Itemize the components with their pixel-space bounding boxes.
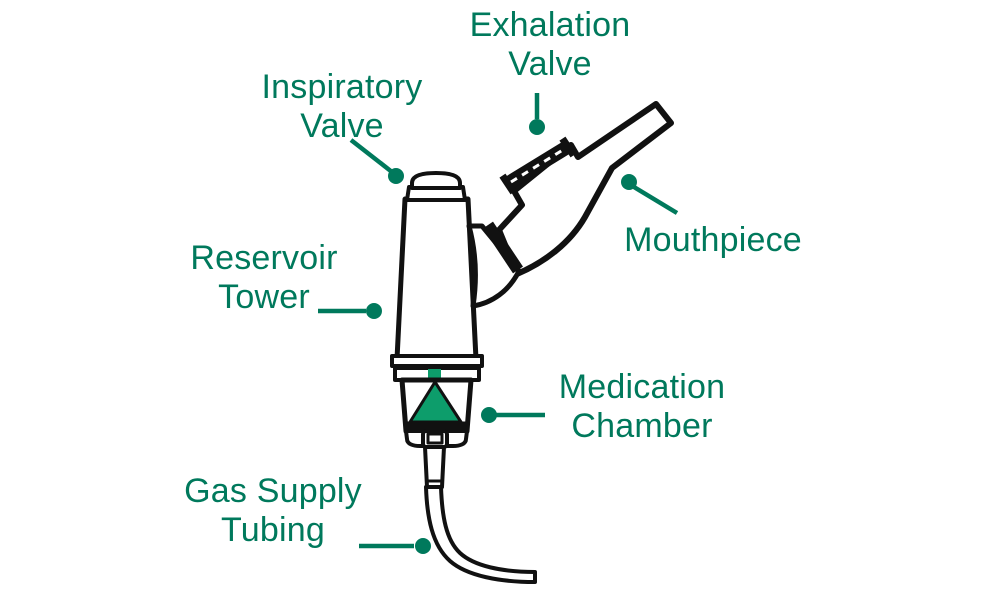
label-gas-supply-tubing: Gas Supply Tubing xyxy=(184,472,362,550)
label-medication-chamber: Medication Chamber xyxy=(559,368,725,446)
dot-mouthpiece xyxy=(621,174,637,190)
cone-tip-sliver xyxy=(428,369,441,378)
label-exhalation-valve: Exhalation Valve xyxy=(470,6,631,84)
label-mouthpiece: Mouthpiece xyxy=(624,221,802,260)
reservoir-tower-body xyxy=(394,196,479,362)
label-line: Tower xyxy=(218,278,310,316)
label-line: Inspiratory xyxy=(261,68,423,106)
dot-medication-chamber xyxy=(481,407,497,423)
label-inspiratory-valve: Inspiratory Valve xyxy=(262,68,423,146)
label-line: Exhalation xyxy=(469,6,631,44)
dot-reservoir-tower xyxy=(366,303,382,319)
flange-upper xyxy=(390,354,484,368)
dot-exhalation-valve xyxy=(529,119,545,135)
elbow-boot xyxy=(466,223,522,309)
leader-inspiratory-valve xyxy=(349,138,394,174)
label-line: Chamber xyxy=(571,407,713,445)
label-line: Tubing xyxy=(221,511,325,549)
inspiratory-valve-dome xyxy=(410,171,462,190)
connector-band xyxy=(483,221,523,274)
label-line: Mouthpiece xyxy=(624,221,802,259)
dot-inspiratory-valve xyxy=(388,168,404,184)
leader-lines xyxy=(318,93,679,554)
exhalation-valve-plate xyxy=(499,136,577,195)
nozzle-nub-inner xyxy=(426,432,444,445)
label-line: Reservoir xyxy=(190,239,338,277)
gas-supply-tube xyxy=(424,485,537,584)
leader-mouthpiece xyxy=(632,185,679,215)
label-reservoir-tower: Reservoir Tower xyxy=(190,239,337,317)
label-line: Valve xyxy=(300,107,384,145)
label-line: Valve xyxy=(508,45,592,83)
label-line: Gas Supply xyxy=(184,472,362,510)
label-line: Medication xyxy=(558,368,726,406)
inspiratory-valve-collar xyxy=(405,185,467,202)
dot-gas-supply-tubing xyxy=(415,538,431,554)
